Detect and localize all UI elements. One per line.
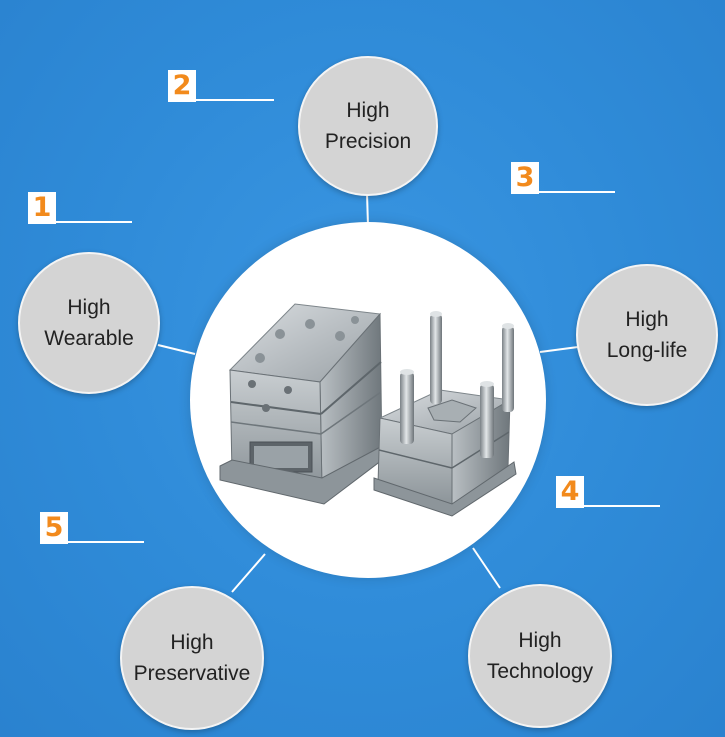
number-badge-4: 4 bbox=[556, 476, 584, 508]
feature-line1: High bbox=[170, 631, 214, 654]
feature-line2: Precision bbox=[324, 130, 412, 153]
mold-right-block bbox=[373, 311, 517, 517]
feature-line2: Long-life bbox=[606, 339, 688, 362]
feature-line2: Preservative bbox=[133, 662, 251, 685]
feature-high-technology: High Technology bbox=[468, 584, 612, 728]
number-underline-4 bbox=[584, 505, 660, 507]
feature-line1: High bbox=[518, 629, 562, 652]
connector-wearable bbox=[157, 344, 196, 355]
feature-high-precision: High Precision bbox=[298, 56, 438, 196]
connector-long-life bbox=[539, 346, 579, 353]
number-badge-1: 1 bbox=[28, 192, 56, 224]
feature-line2: Technology bbox=[486, 660, 594, 683]
connector-technology bbox=[472, 547, 501, 589]
number-badge-5: 5 bbox=[40, 512, 68, 544]
feature-high-long-life: High Long-life bbox=[576, 264, 718, 406]
connector-precision bbox=[366, 192, 369, 227]
number-underline-1 bbox=[56, 221, 132, 223]
connector-preservative bbox=[231, 553, 266, 593]
mold-left-block bbox=[219, 303, 391, 505]
feature-high-preservative: High Preservative bbox=[120, 586, 264, 730]
feature-high-wearable: High Wearable bbox=[18, 252, 160, 394]
number-underline-3 bbox=[539, 191, 615, 193]
feature-line2: Wearable bbox=[44, 327, 134, 350]
feature-line1: High bbox=[346, 99, 390, 122]
number-badge-3: 3 bbox=[511, 162, 539, 194]
feature-line1: High bbox=[67, 296, 111, 319]
injection-mold-icon bbox=[219, 303, 517, 517]
number-badge-2: 2 bbox=[168, 70, 196, 102]
number-underline-5 bbox=[68, 541, 144, 543]
feature-line1: High bbox=[625, 308, 669, 331]
number-underline-2 bbox=[196, 99, 274, 101]
